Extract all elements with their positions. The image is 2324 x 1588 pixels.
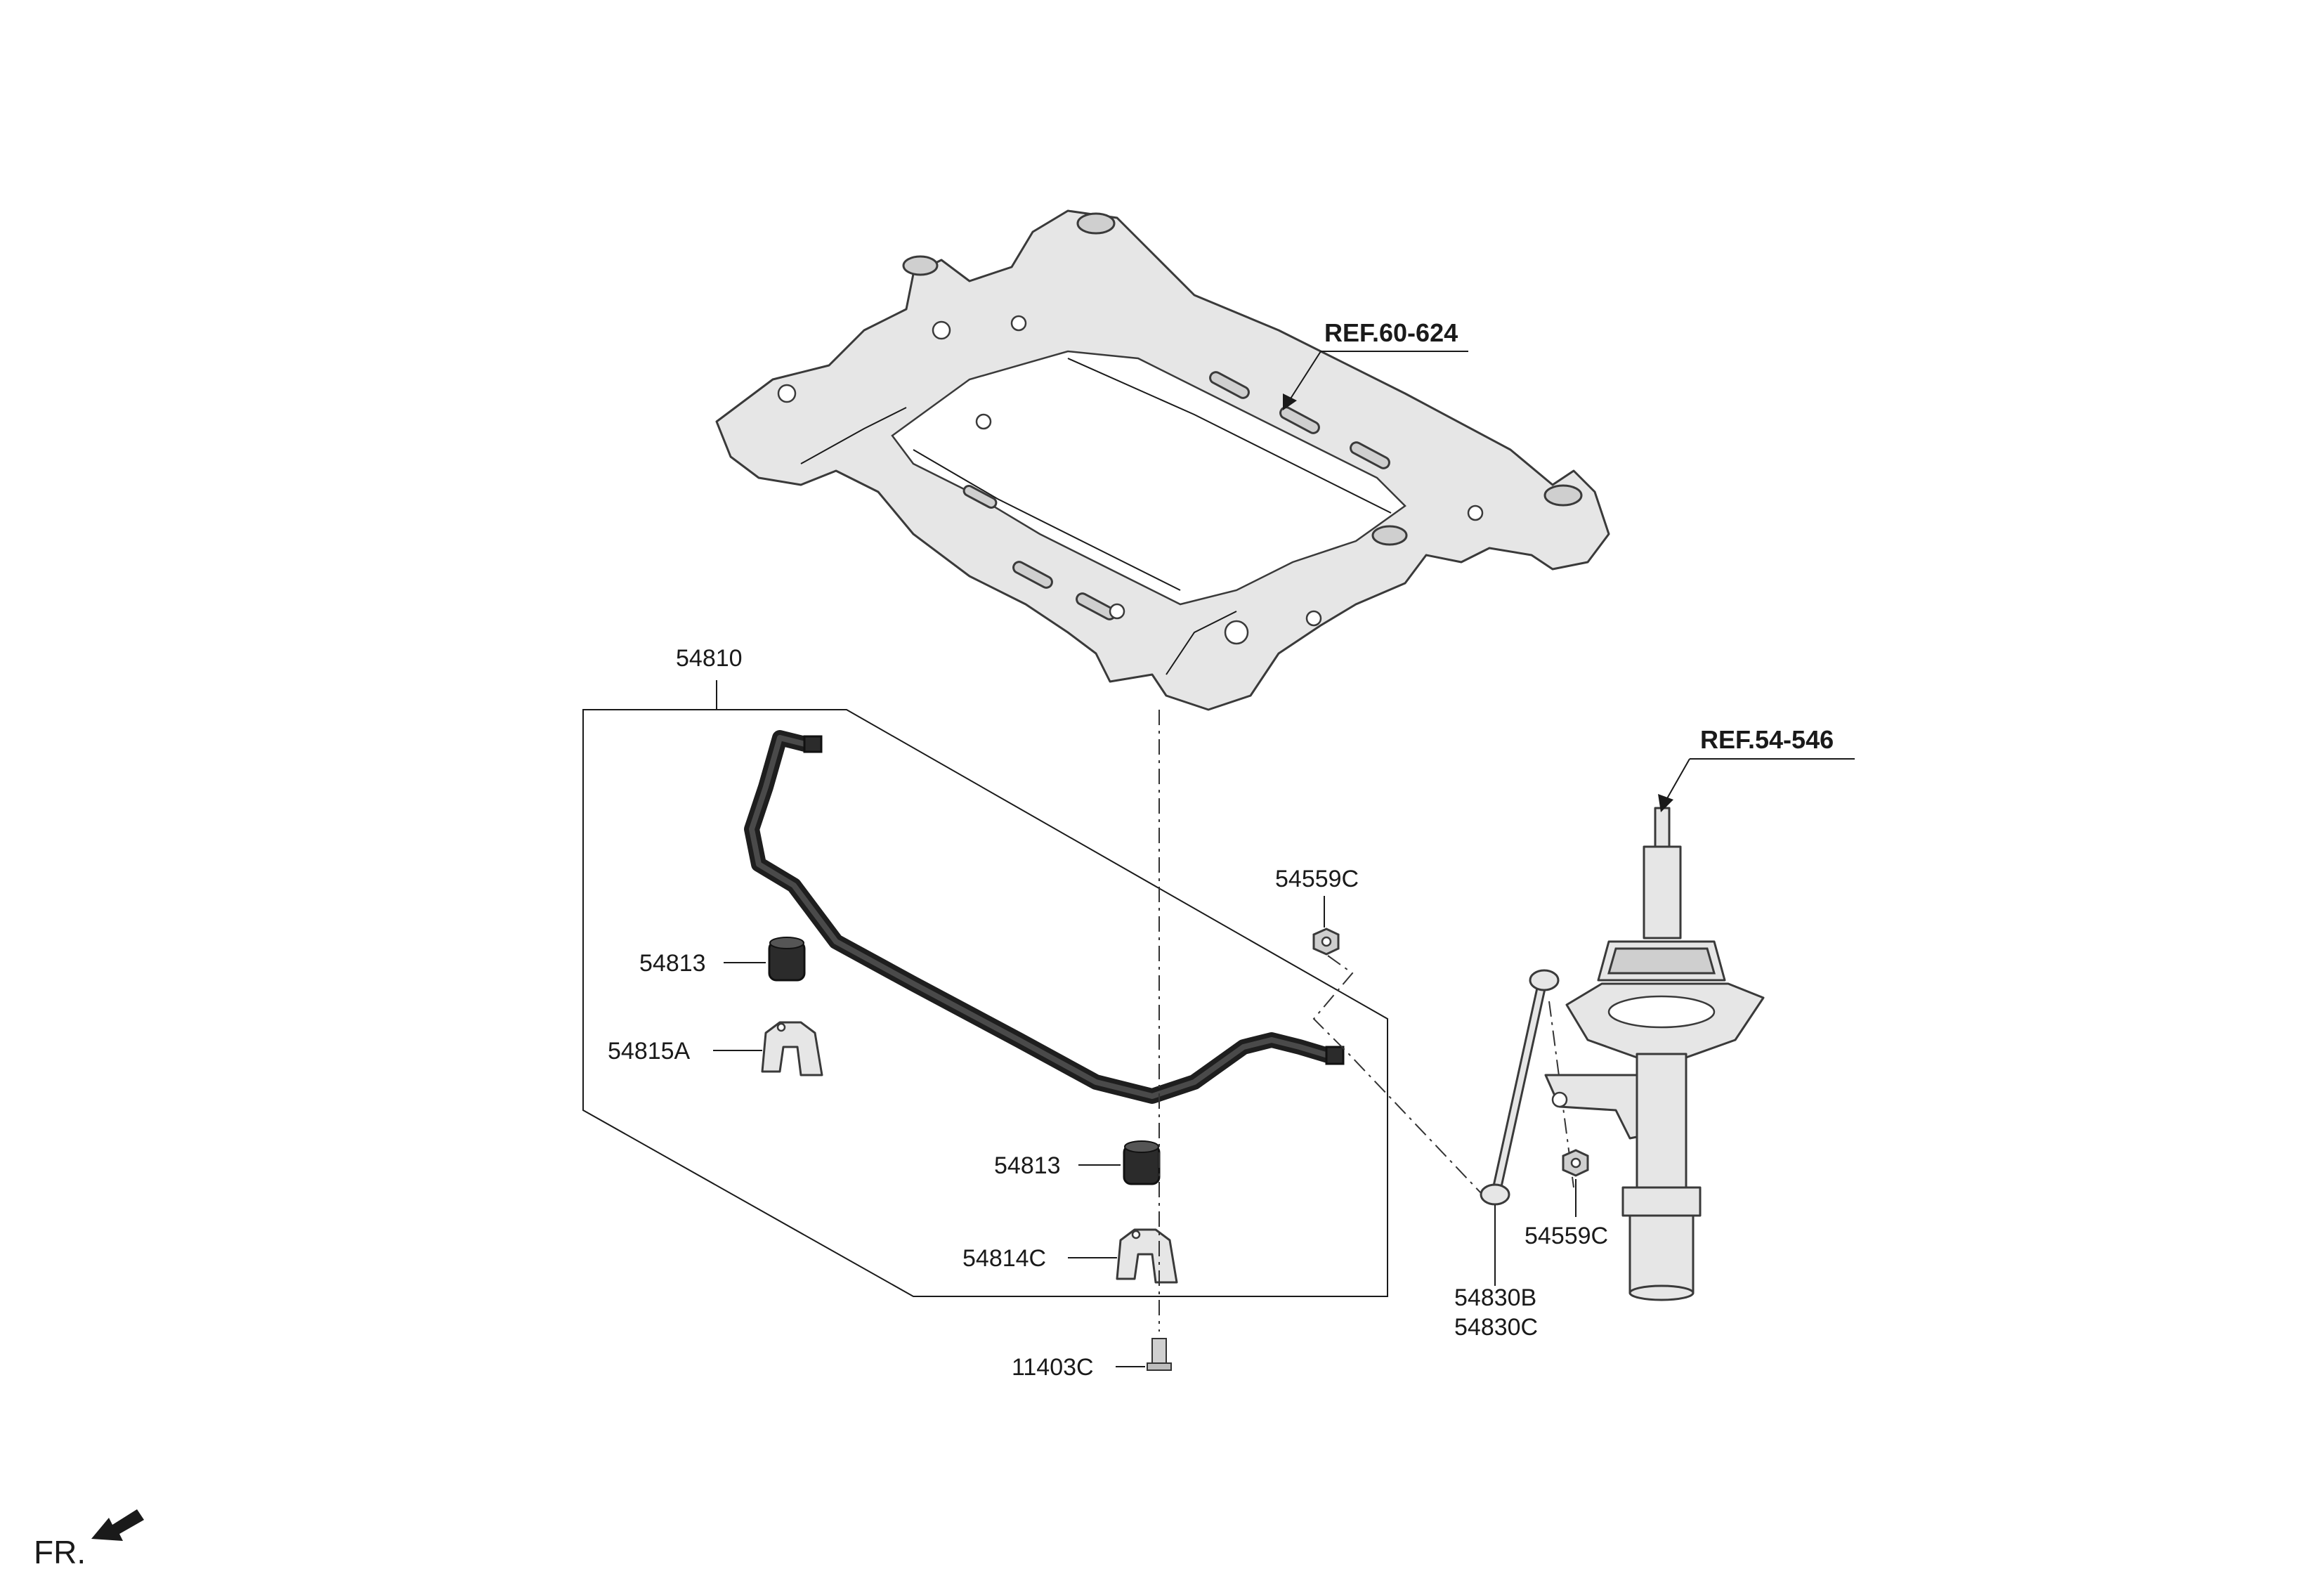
link-c-label: 54830C bbox=[1454, 1314, 1538, 1341]
stabilizer-bar-assy-label: 54810 bbox=[676, 645, 743, 672]
stabilizer-bar-group: 54810 bbox=[582, 645, 1388, 1297]
subframe-reference-callout[interactable]: REF.60-624 bbox=[1283, 318, 1468, 410]
bracket-upper-label: 54815A bbox=[608, 1038, 691, 1065]
bracket-lower[interactable]: 54814C bbox=[962, 1228, 1178, 1284]
bracket-lower-label: 54814C bbox=[962, 1245, 1046, 1272]
front-subframe[interactable] bbox=[715, 209, 1610, 711]
strut-ref-label: REF.54-546 bbox=[1700, 725, 1834, 754]
mounting-bolt[interactable]: 11403C bbox=[1012, 1338, 1172, 1381]
bushing-lower-label: 54813 bbox=[994, 1152, 1061, 1179]
link-b-label: 54830B bbox=[1454, 1284, 1536, 1311]
link-guide-line bbox=[1312, 955, 1483, 1195]
front-label: FR. bbox=[34, 1534, 86, 1570]
front-arrow-icon bbox=[91, 1509, 144, 1541]
front-direction-indicator: FR. bbox=[34, 1509, 144, 1570]
nut-upper[interactable]: 54559C bbox=[1275, 866, 1359, 956]
bushing-lower[interactable]: 54813 bbox=[994, 1140, 1161, 1185]
bolt-label: 11403C bbox=[1012, 1354, 1094, 1381]
nut-upper-label: 54559C bbox=[1275, 866, 1359, 892]
strut-assembly[interactable] bbox=[1544, 807, 1765, 1301]
bushing-upper[interactable]: 54813 bbox=[639, 937, 806, 982]
stabilizer-link[interactable]: 54830B 54830C bbox=[1454, 969, 1560, 1341]
strut-reference-callout[interactable]: REF.54-546 bbox=[1658, 725, 1855, 812]
group-outline bbox=[582, 709, 1388, 1297]
subframe-ref-label: REF.60-624 bbox=[1324, 318, 1458, 347]
stabilizer-bar[interactable] bbox=[744, 730, 1345, 1104]
bushing-upper-label: 54813 bbox=[639, 950, 706, 977]
nut-lower[interactable]: 54559C bbox=[1525, 1149, 1608, 1249]
nut-lower-label: 54559C bbox=[1525, 1223, 1608, 1249]
bracket-upper[interactable]: 54815A bbox=[608, 1021, 823, 1076]
